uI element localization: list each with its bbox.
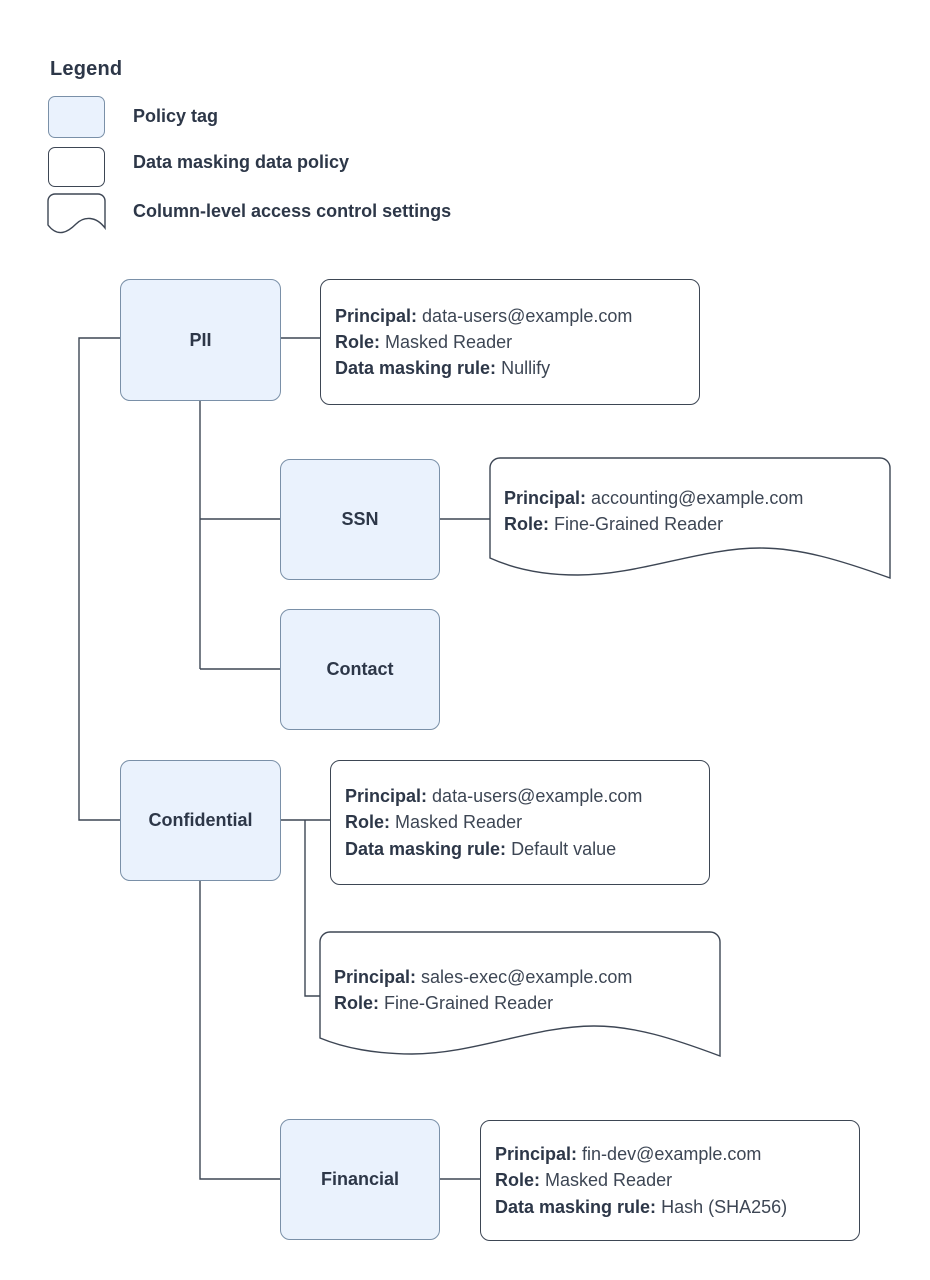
data-masking-policy-swatch — [48, 147, 105, 187]
label-role: Role: — [334, 993, 379, 1014]
policy-line-role: Role: Fine-Grained Reader — [334, 990, 706, 1016]
value-principal: data-users@example.com — [422, 305, 633, 326]
label-role: Role: — [504, 514, 549, 535]
policy-line-role: Role: Fine-Grained Reader — [504, 511, 876, 537]
label-principal: Principal: — [334, 967, 417, 987]
policy-tag-swatch — [48, 96, 105, 138]
value-principal: accounting@example.com — [591, 488, 804, 508]
column-level-access-swatch-shape — [47, 193, 106, 234]
value-principal: sales-exec@example.com — [421, 967, 633, 987]
value-principal: fin-dev@example.com — [582, 1144, 762, 1165]
node-financial[interactable]: Financial — [280, 1119, 440, 1240]
label-principal: Principal: — [345, 786, 428, 807]
policy-line-principal: Principal: fin-dev@example.com — [495, 1141, 845, 1167]
label-role: Role: — [345, 812, 390, 833]
value-role: Fine-Grained Reader — [554, 514, 724, 535]
policy-line-principal: Principal: data-users@example.com — [335, 303, 685, 329]
node-pii-label: PII — [189, 329, 212, 350]
node-pii[interactable]: PII — [120, 279, 281, 401]
node-ssn-label: SSN — [341, 509, 379, 529]
policy-line-principal: Principal: sales-exec@example.com — [334, 964, 706, 990]
policy-line-role: Role: Masked Reader — [345, 809, 695, 835]
policy-box-confidential-masking[interactable]: Principal: data-users@example.com Role: … — [330, 760, 710, 885]
label-principal: Principal: — [504, 488, 587, 508]
node-confidential[interactable]: Confidential — [120, 760, 281, 881]
policy-line-role: Role: Masked Reader — [495, 1167, 845, 1193]
label-masking-rule: Data masking rule: — [495, 1196, 657, 1217]
value-role: Masked Reader — [545, 1170, 673, 1191]
value-role: Fine-Grained Reader — [384, 993, 554, 1014]
label-role: Role: — [335, 331, 380, 352]
legend-label-column-level-access: Column-level access control settings — [133, 201, 452, 221]
policy-line-role: Role: Masked Reader — [335, 329, 685, 355]
label-masking-rule: Data masking rule: — [345, 838, 507, 859]
label-principal: Principal: — [495, 1144, 578, 1165]
label-role: Role: — [495, 1170, 540, 1191]
value-masking-rule: Nullify — [501, 358, 551, 379]
policy-line-masking-rule: Data masking rule: Hash (SHA256) — [495, 1194, 845, 1220]
value-role: Masked Reader — [385, 331, 513, 352]
value-role: Masked Reader — [395, 812, 523, 833]
policy-line-principal: Principal: accounting@example.com — [504, 485, 876, 511]
policy-line-masking-rule: Data masking rule: Default value — [345, 836, 695, 862]
access-box-confidential[interactable]: Principal: sales-exec@example.com Role: … — [320, 932, 720, 1056]
legend-title: Legend — [50, 58, 123, 80]
label-masking-rule: Data masking rule: — [335, 358, 497, 379]
policy-box-pii-masking[interactable]: Principal: data-users@example.com Role: … — [320, 279, 700, 405]
policy-box-financial-masking[interactable]: Principal: fin-dev@example.com Role: Mas… — [480, 1120, 860, 1241]
value-masking-rule: Hash (SHA256) — [661, 1196, 788, 1217]
node-financial-label: Financial — [320, 1169, 400, 1189]
node-contact[interactable]: Contact — [280, 609, 440, 730]
policy-line-principal: Principal: data-users@example.com — [345, 783, 695, 809]
node-contact-label: Contact — [326, 659, 394, 679]
legend-label-data-masking-policy: Data masking data policy — [133, 152, 350, 172]
node-confidential-label: Confidential — [148, 810, 253, 830]
policy-line-masking-rule: Data masking rule: Nullify — [335, 355, 685, 381]
node-ssn[interactable]: SSN — [280, 459, 440, 580]
value-masking-rule: Default value — [511, 838, 617, 859]
access-box-ssn[interactable]: Principal: accounting@example.com Role: … — [490, 458, 890, 578]
label-principal: Principal: — [335, 305, 418, 326]
legend-label-policy-tag: Policy tag — [133, 106, 219, 126]
value-principal: data-users@example.com — [432, 786, 643, 807]
